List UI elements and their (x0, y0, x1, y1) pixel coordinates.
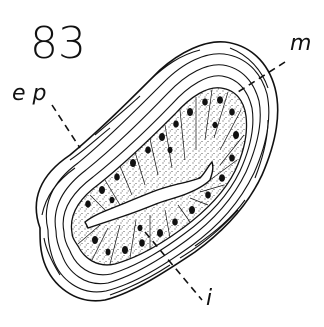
figure-number: 83 (30, 18, 86, 69)
epithelium (71, 88, 246, 265)
label-i: i (206, 286, 212, 311)
label-ep: e p (12, 81, 47, 106)
label-m: m (290, 31, 311, 56)
leader-line-m (238, 62, 285, 92)
leader-line-ep (52, 105, 80, 148)
